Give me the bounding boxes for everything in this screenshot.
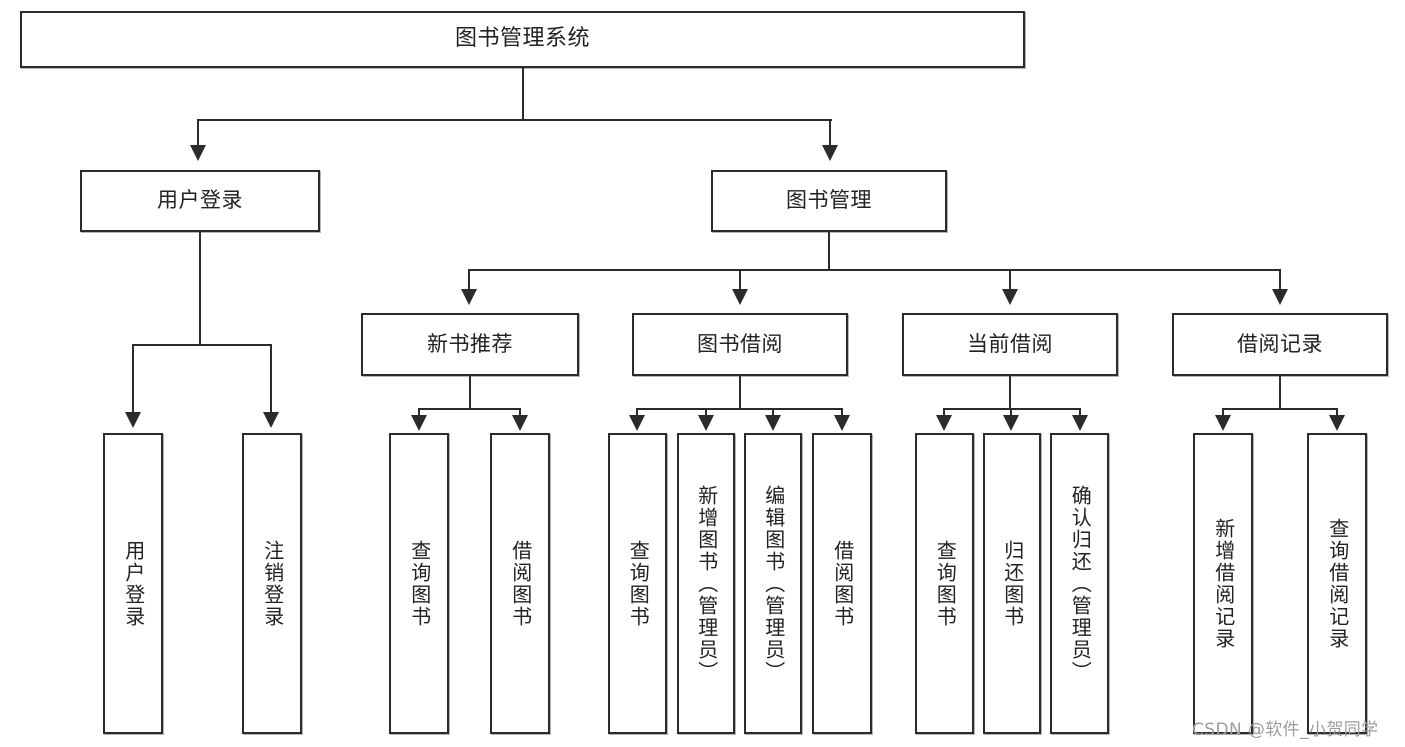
node-label: 图书借阅	[697, 331, 783, 356]
leaf-current-borrow-return[interactable]: 归还图书	[983, 433, 1041, 734]
arrowhead-current-borrow-leaf3	[1072, 415, 1088, 431]
arrowhead-user-login	[190, 145, 206, 161]
node-label: 新增借阅记录	[1211, 517, 1236, 650]
edge-root-stem	[522, 68, 524, 120]
edge-to-borrow-record	[1279, 269, 1281, 291]
arrowhead-current-borrow	[1002, 289, 1018, 305]
edge-level2-bus	[197, 119, 832, 121]
node-label: 用户登录	[121, 539, 146, 628]
edge-user-login-stem	[199, 232, 201, 345]
edge-book-borrow-leaf1	[636, 408, 638, 417]
edge-book-borrow-leaf3	[772, 408, 774, 417]
edge-book-borrow-leaf4	[841, 408, 843, 417]
edge-new-book-leaf1	[418, 408, 420, 417]
arrowhead-book-borrow-leaf3	[765, 415, 781, 431]
node-label: 编辑图书（管理员）	[761, 484, 786, 683]
edge-to-user-login	[197, 119, 199, 147]
edge-new-book-stem	[469, 376, 471, 409]
edge-level3-bus	[468, 269, 1280, 271]
edge-borrow-record-bus	[1222, 408, 1338, 410]
arrowhead-borrow-record-leaf2	[1329, 415, 1345, 431]
arrowhead-book-borrow	[732, 289, 748, 305]
edge-user-login-leaf2	[270, 344, 272, 414]
arrowhead-book-borrow-leaf2	[698, 415, 714, 431]
node-label: 注销登录	[260, 539, 285, 628]
arrowhead-current-borrow-leaf2	[1003, 415, 1019, 431]
node-current-borrow[interactable]: 当前借阅	[902, 313, 1118, 376]
edge-to-current-borrow	[1009, 269, 1011, 291]
node-label: 查询借阅记录	[1325, 517, 1350, 650]
node-label: 借阅记录	[1237, 331, 1323, 356]
node-label: 图书管理系统	[454, 26, 590, 52]
arrowhead-new-book-leaf2	[512, 415, 528, 431]
edge-to-new-book	[468, 269, 470, 291]
leaf-book-borrow-query[interactable]: 查询图书	[608, 433, 667, 734]
edge-current-borrow-stem	[1009, 376, 1011, 409]
edge-borrow-record-leaf1	[1222, 408, 1224, 417]
edge-current-borrow-bus	[943, 408, 1081, 410]
edge-current-borrow-leaf2	[1010, 408, 1012, 417]
leaf-book-borrow-add[interactable]: 新增图书（管理员）	[677, 433, 735, 734]
arrowhead-current-borrow-leaf1	[936, 415, 952, 431]
arrowhead-borrow-record-leaf1	[1215, 415, 1231, 431]
leaf-borrow-record-add[interactable]: 新增借阅记录	[1193, 433, 1253, 734]
node-label: 查询图书	[407, 539, 432, 628]
edge-book-manage-stem	[828, 232, 830, 270]
edge-borrow-record-leaf2	[1336, 408, 1338, 417]
leaf-new-book-borrow[interactable]: 借阅图书	[490, 433, 550, 734]
edge-borrow-record-stem	[1279, 376, 1281, 409]
node-borrow-record[interactable]: 借阅记录	[1172, 313, 1388, 376]
edge-to-book-borrow	[739, 269, 741, 291]
node-label: 当前借阅	[967, 331, 1053, 356]
arrowhead-book-borrow-leaf1	[629, 415, 645, 431]
node-label: 图书管理	[786, 188, 872, 213]
node-user-login[interactable]: 用户登录	[80, 170, 320, 232]
arrowhead-leaf-user-login	[125, 412, 141, 428]
node-label: 借阅图书	[508, 539, 533, 628]
arrowhead-book-manage	[822, 145, 838, 161]
node-root-system[interactable]: 图书管理系统	[20, 11, 1025, 68]
edge-book-borrow-leaf2	[705, 408, 707, 417]
arrowhead-book-borrow-leaf4	[834, 415, 850, 431]
arrowhead-new-book-leaf1	[411, 415, 427, 431]
leaf-user-login[interactable]: 用户登录	[103, 433, 163, 734]
node-label: 新增图书（管理员）	[694, 484, 719, 683]
leaf-new-book-query[interactable]: 查询图书	[389, 433, 449, 734]
node-label: 借阅图书	[830, 539, 855, 628]
node-label: 查询图书	[626, 539, 651, 628]
node-label: 归还图书	[1000, 539, 1025, 628]
edge-new-book-bus	[418, 408, 521, 410]
node-label: 查询图书	[933, 539, 958, 628]
node-book-management[interactable]: 图书管理	[711, 170, 947, 232]
arrowhead-leaf-logout	[263, 412, 279, 428]
node-new-book-recommend[interactable]: 新书推荐	[361, 313, 579, 376]
edge-book-borrow-stem	[739, 376, 741, 409]
edge-new-book-leaf2	[519, 408, 521, 417]
edge-current-borrow-leaf3	[1079, 408, 1081, 417]
edge-to-book-manage	[829, 119, 831, 147]
edge-book-borrow-bus	[636, 408, 843, 410]
edge-current-borrow-leaf1	[943, 408, 945, 417]
arrowhead-new-book	[461, 289, 477, 305]
node-label: 确认归还（管理员）	[1068, 484, 1093, 683]
leaf-logout[interactable]: 注销登录	[242, 433, 302, 734]
arrowhead-borrow-record	[1272, 289, 1288, 305]
leaf-book-borrow-lend[interactable]: 借阅图书	[812, 433, 872, 734]
leaf-current-borrow-confirm[interactable]: 确认归还（管理员）	[1050, 433, 1109, 734]
leaf-book-borrow-edit[interactable]: 编辑图书（管理员）	[744, 433, 802, 734]
edge-user-login-leaf1	[132, 344, 134, 414]
node-label: 用户登录	[157, 188, 243, 213]
edge-user-login-bus	[132, 344, 272, 346]
node-label: 新书推荐	[427, 331, 513, 356]
leaf-current-borrow-query[interactable]: 查询图书	[915, 433, 974, 734]
node-book-borrow[interactable]: 图书借阅	[632, 313, 848, 376]
leaf-borrow-record-query[interactable]: 查询借阅记录	[1307, 433, 1367, 734]
